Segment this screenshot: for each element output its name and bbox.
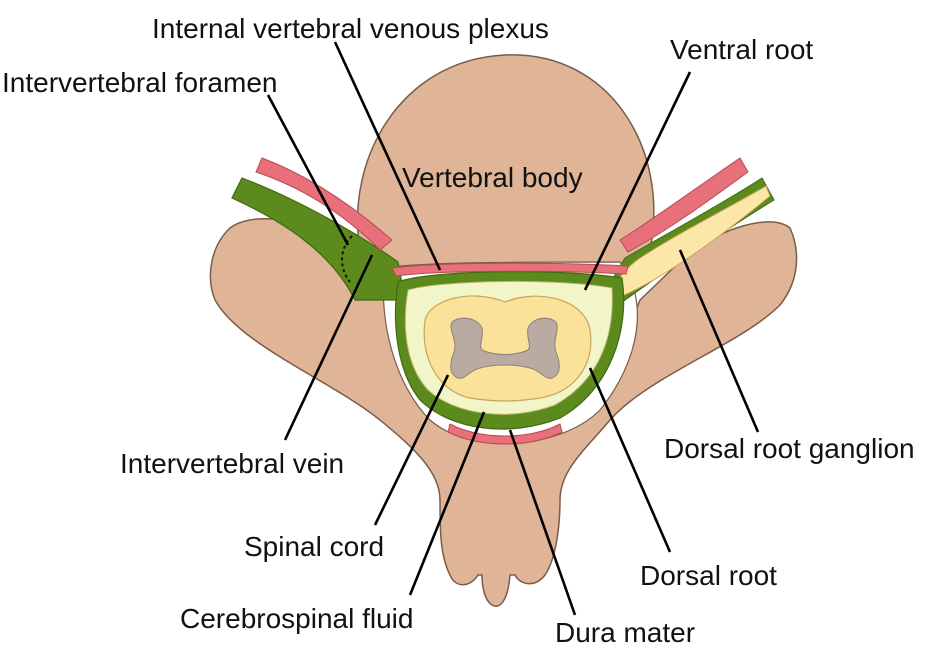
label-cerebrospinal-fluid: Cerebrospinal fluid [180, 603, 413, 634]
label-dorsal-root: Dorsal root [640, 560, 777, 591]
label-intervertebral-vein: Intervertebral vein [120, 448, 344, 479]
label-ventral-root: Ventral root [670, 34, 813, 65]
label-internal-vertebral-venous-plexus: Internal vertebral venous plexus [152, 13, 549, 44]
label-dura-mater: Dura mater [555, 617, 695, 648]
label-intervertebral-foramen: Intervertebral foramen [2, 67, 277, 98]
label-vertebral-body: Vertebral body [402, 162, 583, 193]
spinal-cord [424, 296, 591, 401]
label-dorsal-root-ganglion: Dorsal root ganglion [664, 433, 915, 464]
label-spinal-cord: Spinal cord [244, 531, 384, 562]
